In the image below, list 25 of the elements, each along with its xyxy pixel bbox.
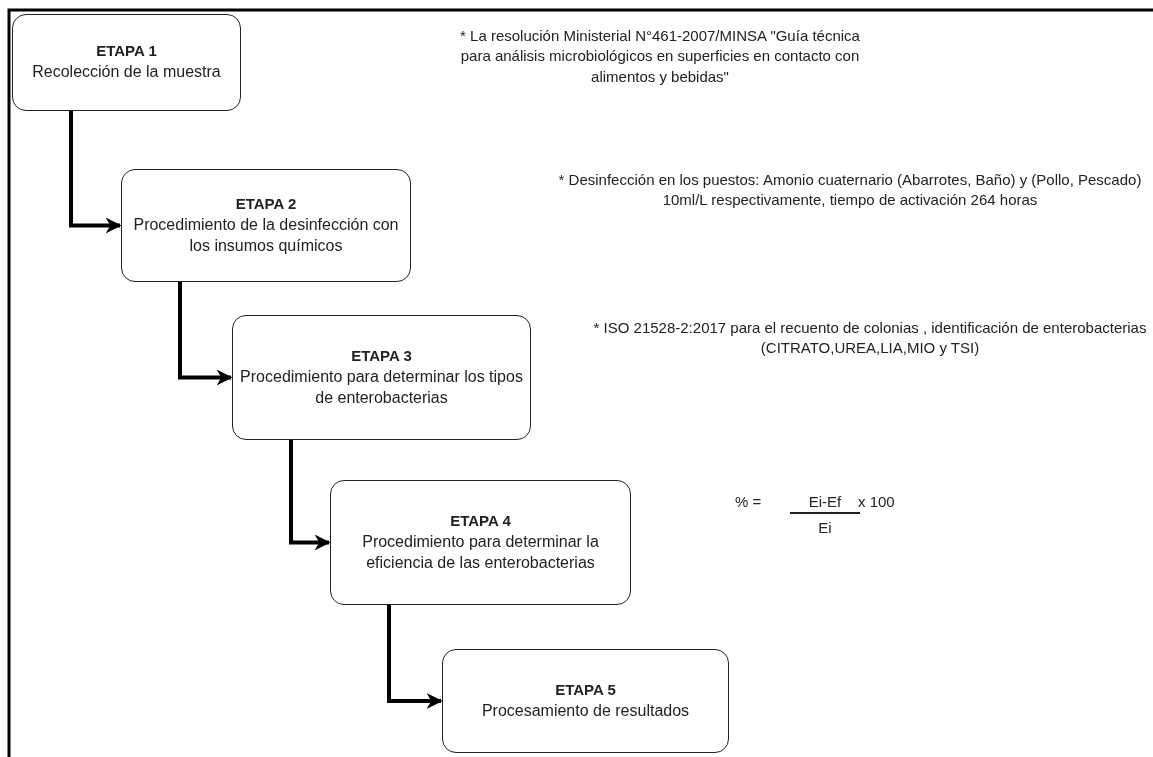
step-description: Procedimiento para determinar los tipos de enterobacterias — [239, 366, 524, 408]
process-box — [12, 14, 241, 111]
note: * La resolución Ministerial N°461-2007/MINSA "Guía técnica para análisis microbiológicos en superficies en contacto con alimentos y bebidas" — [459, 26, 861, 87]
step-description: Procedimiento para determinar la eficiencia de las enterobacterias — [361, 531, 600, 573]
step-heading: ETAPA 1 — [96, 42, 157, 60]
step-heading: ETAPA 3 — [351, 346, 412, 364]
step-heading: ETAPA 4 — [450, 511, 511, 529]
denominator: Ei — [817, 518, 833, 538]
process-box — [121, 169, 411, 282]
arrow — [69, 111, 122, 234]
process-box — [232, 315, 531, 440]
arrow — [387, 605, 443, 709]
note: * ISO 21528-2:2017 para el recuento de colonias , identificación de enterobacterias (CITRATO,UREA,LIA,MIO y TSI) — [592, 318, 1148, 359]
step-description: Recolección de la muestra — [32, 62, 221, 83]
process-box — [330, 480, 631, 605]
step-description: Procedimiento de la desinfección con los insumos químicos — [132, 214, 400, 256]
step-heading: ETAPA 5 — [555, 680, 616, 698]
equation-text: x 100 — [858, 492, 895, 512]
note: * Desinfección en los puestos: Amonio cuaternario (Abarrotes, Baño) y (Pollo, Pescado) 10ml/L respectivamente, tiempo de activación 264 horas — [557, 170, 1143, 211]
arrow — [178, 282, 233, 386]
step-heading: ETAPA 2 — [235, 194, 297, 212]
equation-text: % = — [735, 492, 762, 512]
process-box — [442, 649, 729, 753]
step-description: Procesamiento de resultados — [481, 700, 690, 721]
arrow — [289, 440, 331, 551]
